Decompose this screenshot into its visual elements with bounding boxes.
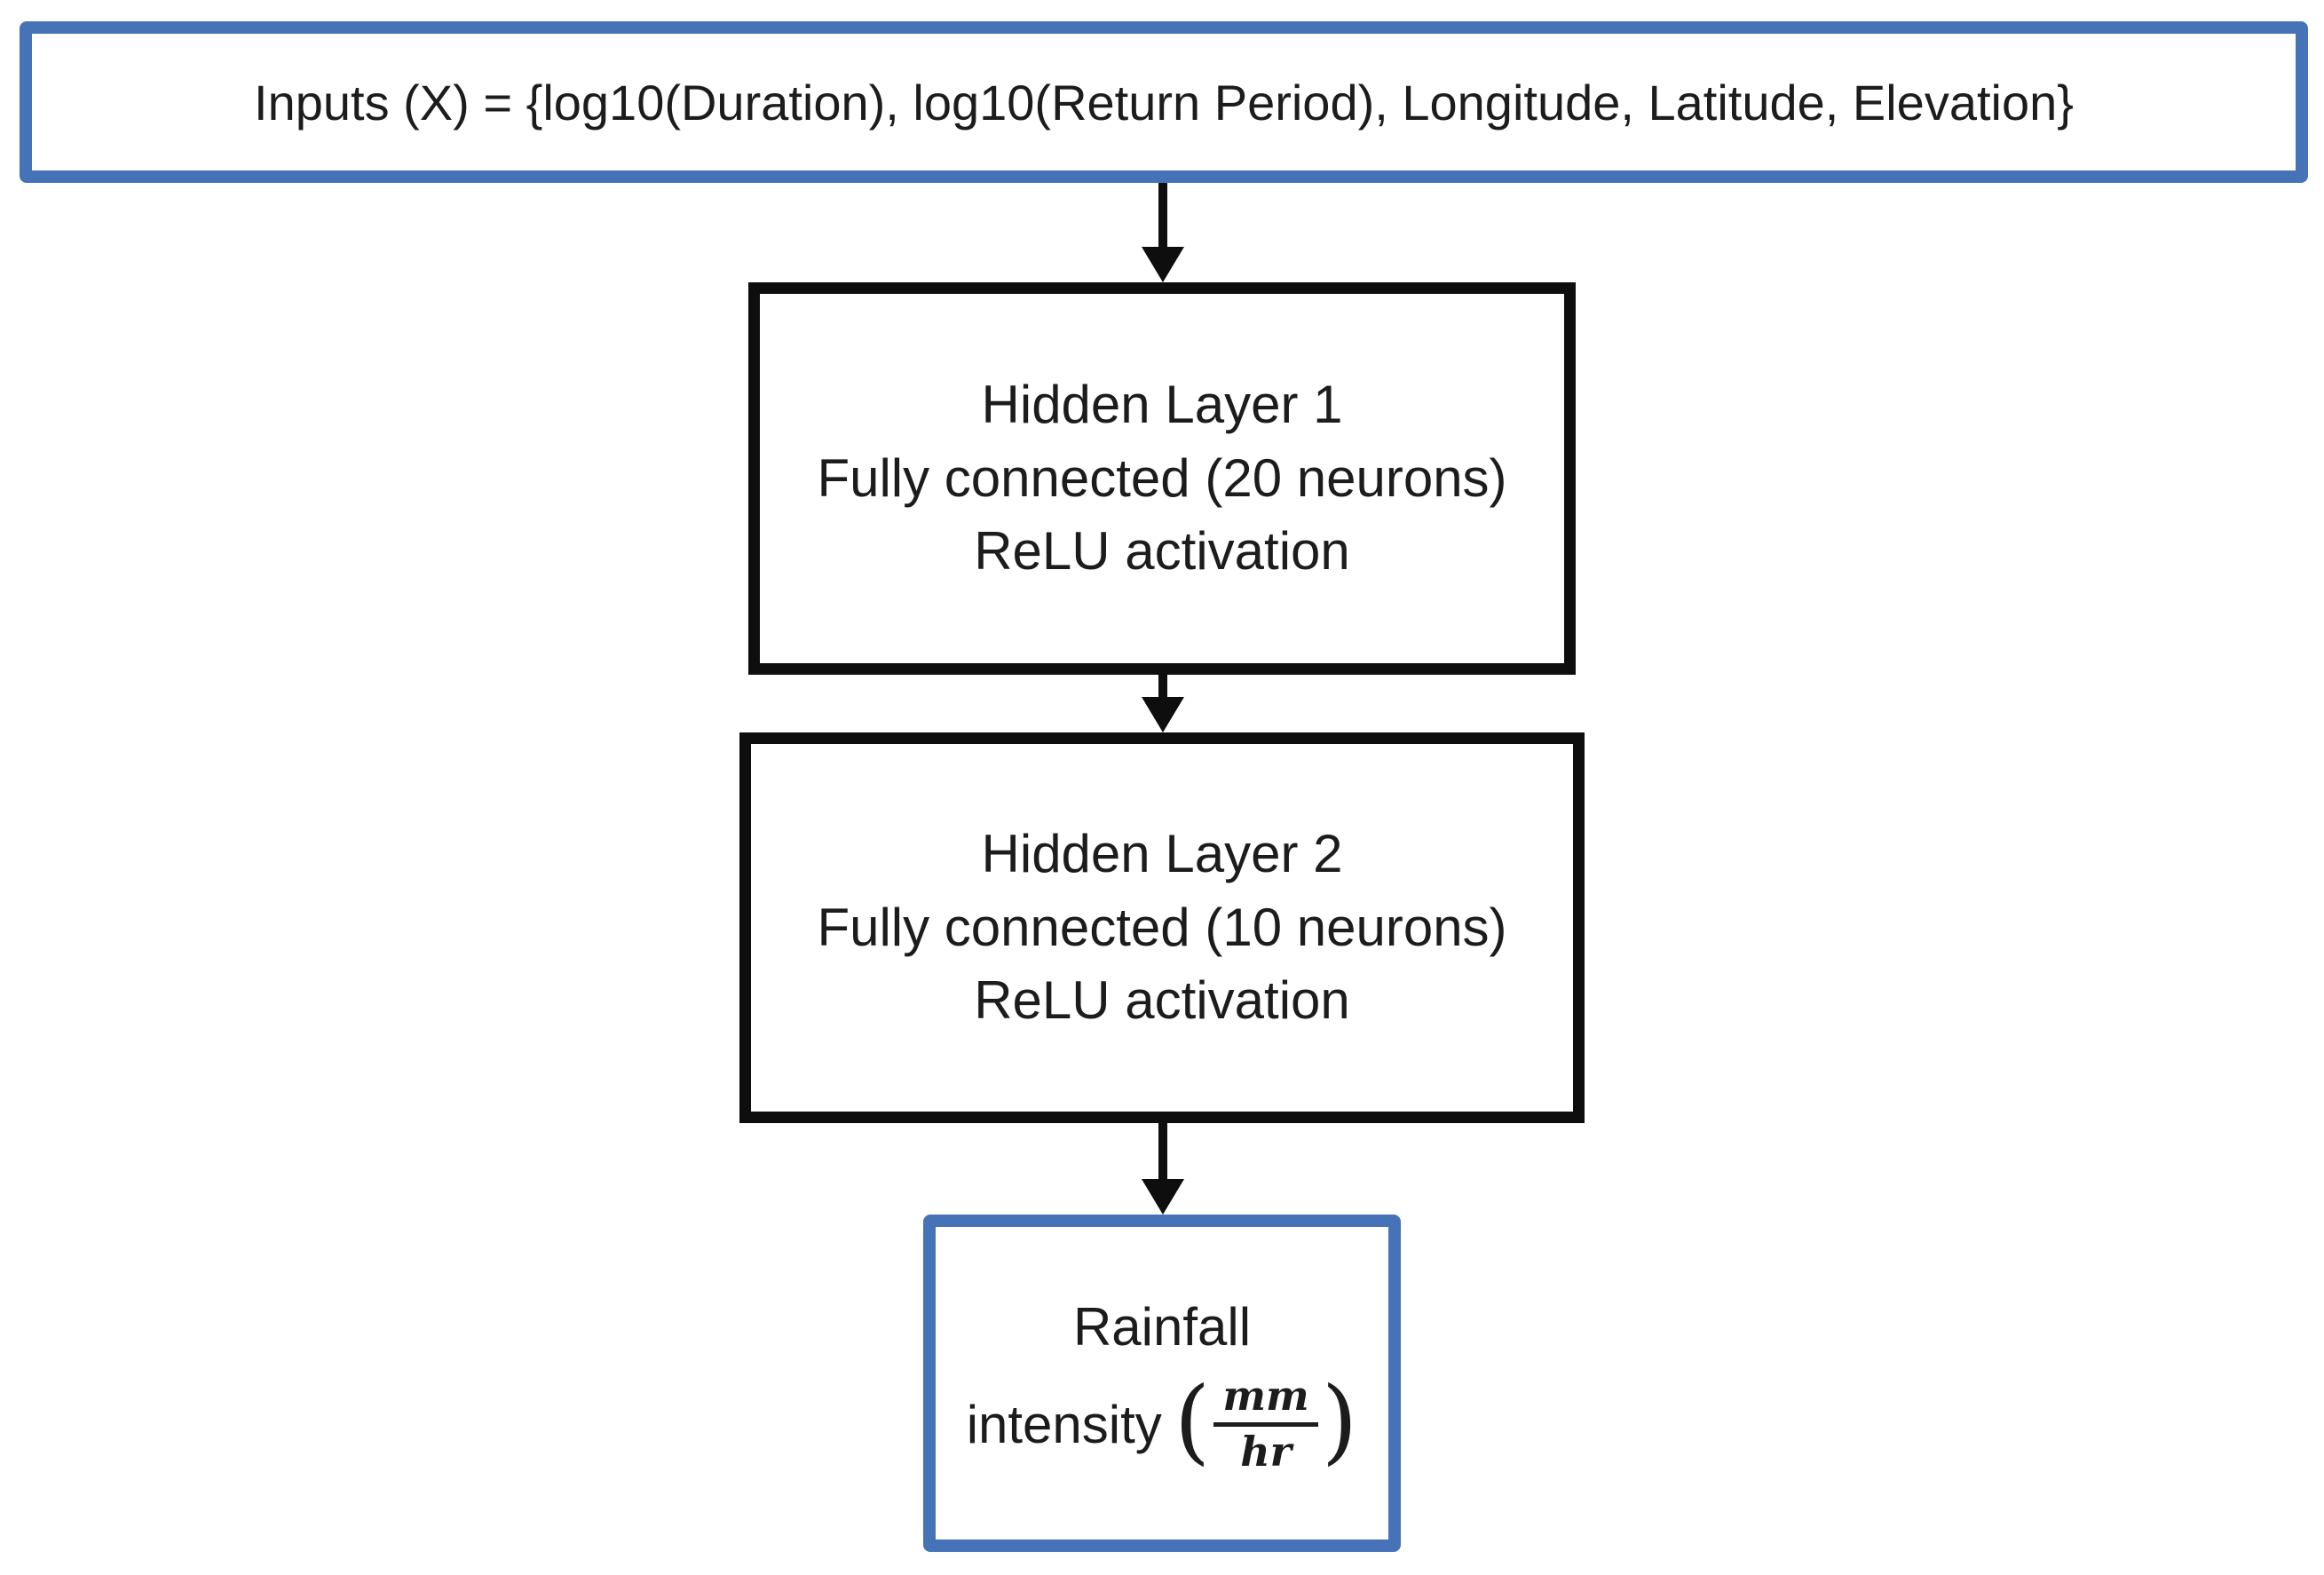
- fraction-denominator: hr: [1240, 1427, 1292, 1476]
- hidden1-title: Hidden Layer 1: [981, 374, 1343, 434]
- close-paren-icon: ): [1321, 1366, 1358, 1475]
- hidden-layer-2-node: Hidden Layer 2 Fully connected (10 neuro…: [739, 732, 1585, 1123]
- output-intensity-text: intensity: [966, 1394, 1162, 1454]
- input-node: Inputs (X) = {log10(Duration), log10(Ret…: [20, 21, 2308, 183]
- output-label-line2: intensity ( mm hr ): [966, 1366, 1358, 1476]
- hidden2-title: Hidden Layer 2: [981, 823, 1343, 883]
- open-paren-icon: (: [1174, 1366, 1211, 1475]
- hidden2-detail: Fully connected (10 neurons): [817, 897, 1507, 957]
- arrow-hidden1-to-hidden2: [1142, 675, 1184, 732]
- input-node-label: Inputs (X) = {log10(Duration), log10(Ret…: [254, 74, 2074, 131]
- output-node: Rainfall intensity ( mm hr ): [923, 1215, 1401, 1552]
- hidden1-detail: Fully connected (20 neurons): [817, 447, 1507, 508]
- arrow-input-to-hidden1: [1142, 183, 1184, 282]
- arrow-hidden2-to-output: [1142, 1123, 1184, 1215]
- mm-per-hr-fraction: mm hr: [1213, 1373, 1318, 1476]
- hidden1-activation: ReLU activation: [974, 521, 1350, 582]
- hidden2-activation: ReLU activation: [974, 970, 1350, 1031]
- output-label-line1: Rainfall: [1072, 1296, 1252, 1357]
- fraction-numerator: mm: [1213, 1373, 1318, 1427]
- hidden-layer-1-node: Hidden Layer 1 Fully connected (20 neuro…: [748, 282, 1576, 675]
